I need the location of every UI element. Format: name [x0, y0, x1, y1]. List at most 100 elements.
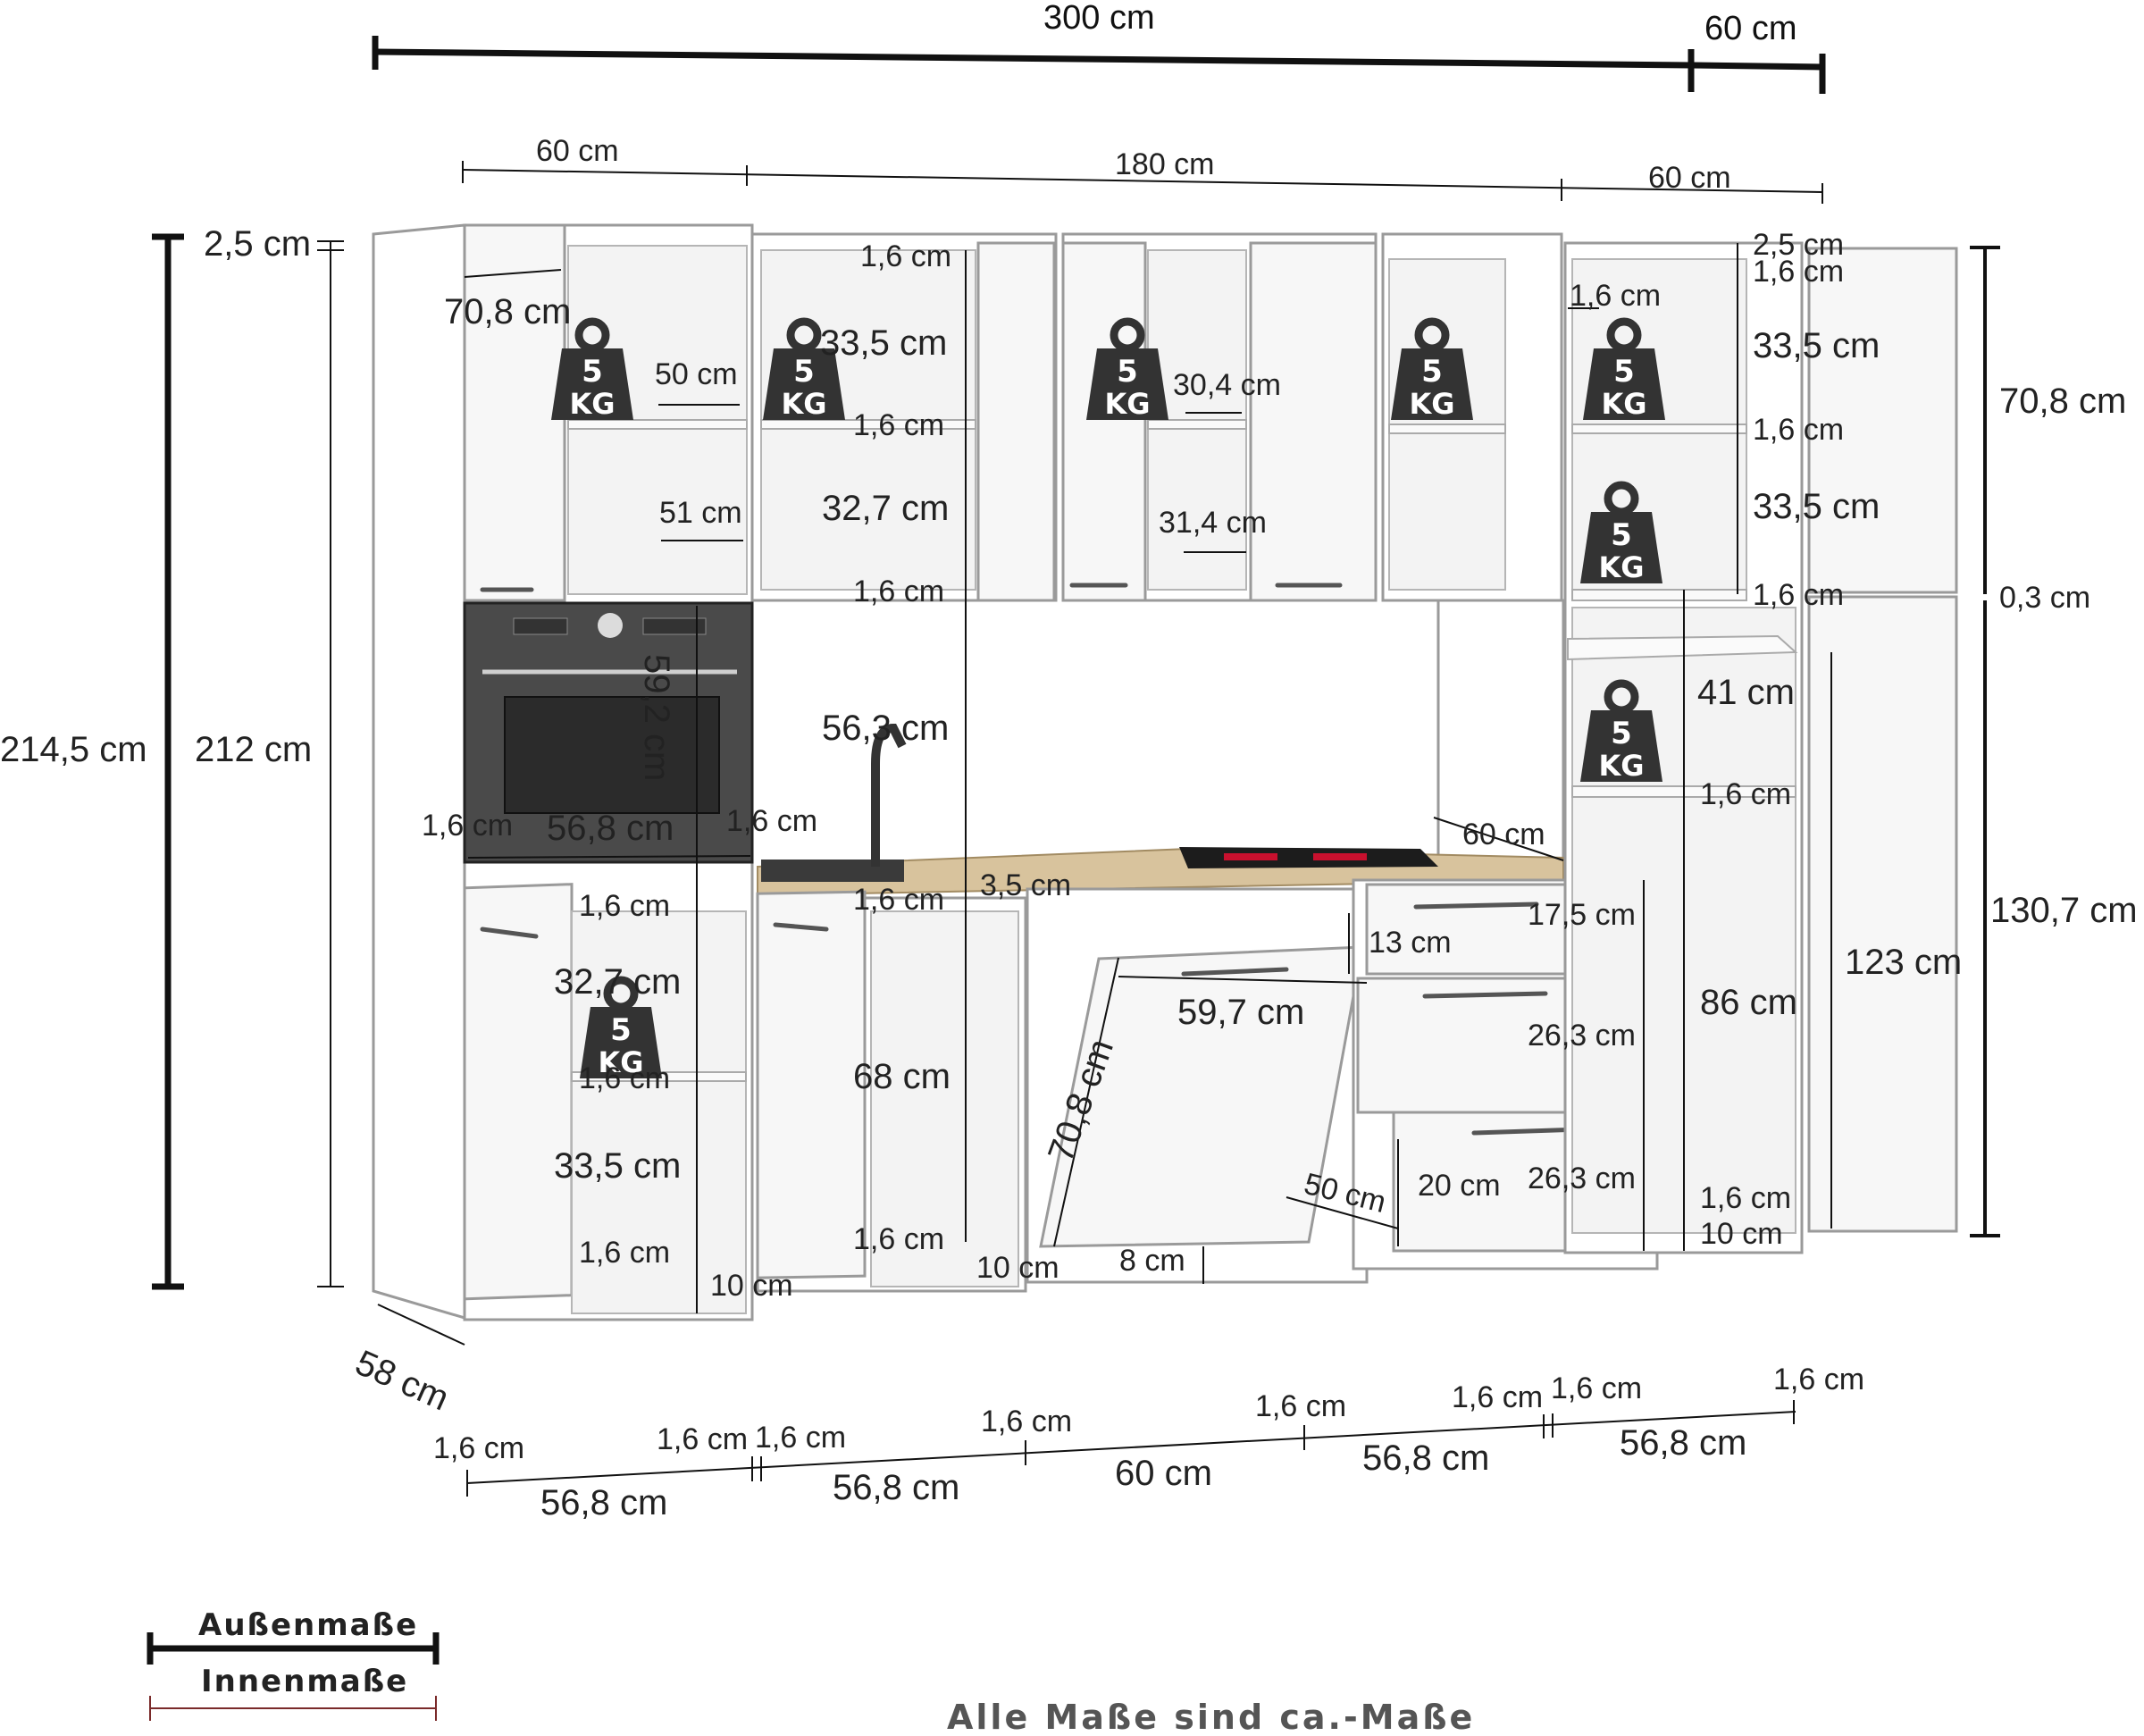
bottom-side-label-8: 1,6 cm	[1773, 1363, 1864, 1396]
inner-height-label: 212 cm	[195, 730, 312, 769]
overall-width-line	[374, 48, 1692, 69]
wall-top-panel-label: 1,6 cm	[860, 239, 951, 273]
upper-width-left-label: 60 cm	[536, 134, 619, 168]
wall-unit-3-shelf	[1388, 424, 1506, 434]
sink-base-handle	[773, 922, 829, 932]
drawer-3-label: 26,3 cm	[1528, 1162, 1636, 1195]
bottom-section-label-3: 60 cm	[1115, 1454, 1212, 1493]
overall-width-label: 300 cm	[1043, 0, 1155, 37]
worktop-thickness-label: 3,5 cm	[980, 868, 1071, 902]
dishwasher-width-label: 59,7 cm	[1177, 993, 1304, 1032]
right-panel-4-label: 1,6 cm	[1700, 1181, 1791, 1215]
dishwasher-door	[1039, 945, 1364, 1248]
load-badge-4: 5KG	[1391, 317, 1473, 421]
left-compartment-2-label: 33,5 cm	[554, 1146, 681, 1186]
right-top-gap-label: 2,5 cm	[1753, 228, 1844, 262]
dishwasher-height-line	[1053, 957, 1119, 1247]
load-badge-unit: KG	[1598, 550, 1644, 584]
upper-door-label: 70,8 cm	[1999, 382, 2126, 421]
dishwasher-width-line	[1118, 976, 1368, 984]
wall-gap-height-label: 56,3 cm	[822, 709, 949, 748]
bottom-side-label-5: 1,6 cm	[1255, 1389, 1346, 1423]
right-tall-shelf-2	[1571, 589, 1747, 601]
right-carcass-side	[1436, 599, 1565, 870]
right-tall-upper-door	[1807, 247, 1958, 594]
load-badge-unit: KG	[1601, 387, 1646, 421]
left-tall-shelf	[567, 419, 748, 430]
oven-knob	[598, 613, 623, 638]
left-door-height-label: 70,8 cm	[444, 292, 571, 331]
left-base-interior	[571, 910, 747, 1314]
load-badge-value: 5	[1611, 517, 1632, 553]
oven-display-right	[642, 617, 707, 635]
drawer-inner-height-label: 20 cm	[1418, 1169, 1501, 1203]
dishwasher-plinth-label: 8 cm	[1119, 1244, 1185, 1278]
bottom-side-label-3: 1,6 cm	[755, 1421, 846, 1455]
weight-icon	[551, 348, 633, 420]
faucet	[871, 723, 907, 867]
left-base-handle	[480, 927, 539, 939]
oven-height-label: 59,2 cm	[637, 654, 676, 781]
outer-height-label: 214,5 cm	[0, 730, 147, 769]
rail-depth-label: 41 cm	[1697, 673, 1795, 712]
hob	[1179, 847, 1438, 868]
sink-height-label: 68 cm	[853, 1057, 951, 1096]
drawer-2-label: 26,3 cm	[1528, 1019, 1636, 1053]
left-panel-2-label: 1,6 cm	[579, 1061, 670, 1095]
oven-display	[513, 617, 568, 635]
shelf-width-50-label: 50 cm	[655, 357, 738, 391]
load-badge-unit: KG	[569, 387, 615, 421]
left-door-width-line	[464, 269, 562, 278]
wall-unit-2-door-right	[1249, 241, 1378, 602]
load-badge-value: 5	[793, 354, 815, 390]
drawer-1	[1365, 883, 1592, 976]
load-badge-unit: KG	[781, 387, 826, 421]
right-inner-height-label: 123 cm	[1845, 943, 1962, 982]
load-badge-unit: KG	[1104, 387, 1150, 421]
approximate-note: Alle Maße sind ca.-Maße	[947, 1698, 1475, 1736]
bottom-section-label-4: 56,8 cm	[1362, 1438, 1489, 1478]
wall-panel-mid-label: 1,6 cm	[853, 408, 944, 442]
right-compartment-1-label: 33,5 cm	[1753, 326, 1880, 365]
load-badge-value: 5	[1117, 354, 1138, 390]
right-plinth-label: 10 cm	[1700, 1217, 1783, 1251]
left-panel-3-label: 1,6 cm	[579, 1236, 670, 1270]
weight-icon	[1391, 348, 1473, 420]
weight-icon	[580, 1007, 662, 1078]
door-gap-label: 0,3 cm	[1999, 581, 2090, 615]
left-side-panel	[372, 223, 466, 1321]
legend-outer-label: Außenmaße	[198, 1607, 418, 1643]
bottom-section-label-5: 56,8 cm	[1620, 1423, 1746, 1463]
shelf-width-51-label: 51 cm	[659, 496, 742, 530]
load-badge-1: 5KG	[551, 317, 633, 421]
left-base-door	[463, 883, 574, 1301]
top-gap-label: 2,5 cm	[204, 224, 311, 264]
hob-depth-label: 60 cm	[1462, 818, 1545, 851]
right-panel-2-label: 1,6 cm	[1753, 578, 1844, 612]
load-badge-6: 5KG	[1580, 481, 1662, 584]
sink-plinth-label: 10 cm	[976, 1251, 1059, 1285]
oven-window	[504, 696, 720, 814]
hob-depth-line	[1433, 817, 1564, 861]
weight-icon	[1580, 512, 1662, 583]
hob-zone-1	[1224, 853, 1277, 860]
right-panel-1-label: 1,6 cm	[1753, 413, 1844, 447]
drawer-2-handle	[1422, 991, 1548, 999]
lower-door-label: 130,7 cm	[1990, 891, 2138, 930]
dishwasher-handle	[1181, 967, 1289, 977]
right-compartment-2-label: 33,5 cm	[1753, 487, 1880, 526]
worktop-panel-label: 1,6 cm	[853, 883, 944, 917]
right-side-panel-label: 1,6 cm	[1570, 279, 1661, 313]
legend: Außenmaße Innenmaße	[147, 1607, 440, 1721]
drawer-1-handle	[1413, 902, 1539, 910]
wall-unit-2-door-left	[1061, 241, 1147, 602]
drawer-3-handle	[1471, 1127, 1584, 1136]
weight-icon	[1583, 348, 1665, 420]
load-badge-7: 5KG	[1580, 679, 1662, 783]
bottom-section-label-1: 56,8 cm	[540, 1483, 667, 1522]
weight-icon	[1580, 710, 1662, 782]
sink-base-door	[756, 890, 867, 1279]
hob-zone-2	[1313, 853, 1367, 860]
upper-width-mid-label: 180 cm	[1115, 147, 1215, 181]
